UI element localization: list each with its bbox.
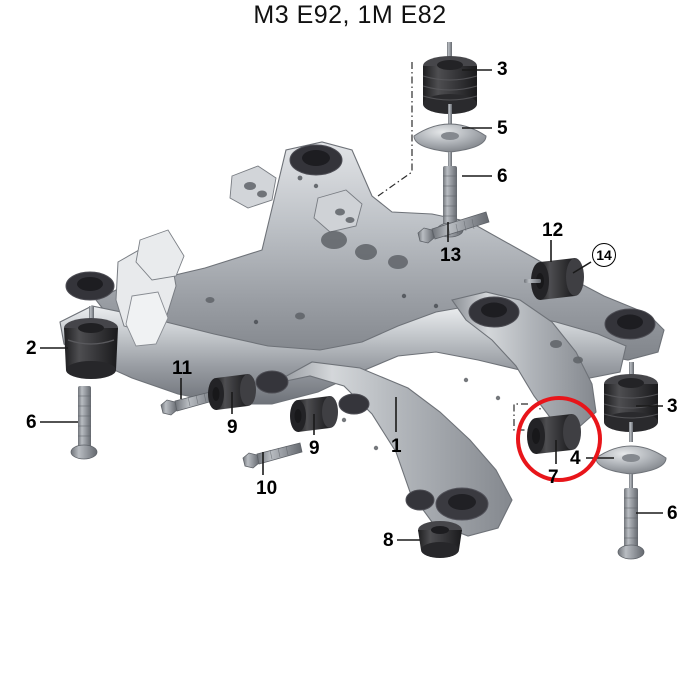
- callout-label-c14: 14: [592, 243, 616, 267]
- callout-label-c3-top: 3: [497, 59, 508, 80]
- part-2-front-bushing: [64, 306, 118, 379]
- callout-label-c9-right: 9: [309, 438, 320, 459]
- carrier-mount-sockets: [65, 144, 656, 521]
- part-11-hex-bolt: [160, 389, 221, 416]
- part-4-washer-plate: [595, 445, 667, 488]
- callout-label-c10: 10: [256, 478, 278, 499]
- part-8-small-bushing: [418, 521, 462, 558]
- leader-line-14: [572, 261, 592, 274]
- part-5-conical-washer: [413, 123, 487, 166]
- page-title: M3 E92, 1M E82: [253, 1, 447, 29]
- part-6-left-bolt: [70, 386, 98, 460]
- callout-label-c7: 7: [548, 467, 559, 488]
- callout-label-c6-left: 6: [26, 412, 37, 433]
- part-9-left-bushing: [208, 374, 256, 410]
- callout-label-c6-topr: 6: [497, 166, 508, 187]
- callout-label-c8: 8: [383, 530, 394, 551]
- callout-label-c11: 11: [172, 358, 193, 379]
- part-3-top-rubber-mount: [422, 42, 478, 126]
- callout-label-c12: 12: [542, 220, 564, 241]
- highlight-circle: [516, 396, 602, 482]
- part-13-hex-bolt: [417, 211, 490, 244]
- callout-label-c5: 5: [497, 118, 508, 139]
- callout-label-c2: 2: [26, 338, 37, 359]
- part-10-hex-bolt: [242, 442, 303, 469]
- callout-label-c3-right: 3: [667, 396, 678, 417]
- part-7-highlighted-bushing: [527, 414, 581, 454]
- callout-label-c6-right: 6: [667, 503, 678, 524]
- callout-label-c1: 1: [391, 436, 402, 457]
- callout-label-c13: 13: [440, 245, 462, 266]
- part-12-cylindrical-bushing: [524, 258, 584, 300]
- callout-label-c9-left: 9: [227, 417, 238, 438]
- part-6-right-bolt: [617, 488, 645, 560]
- callout-leader-lines: [40, 69, 663, 541]
- part-3-right-rubber-mount: [603, 362, 659, 442]
- callout-label-c4: 4: [570, 448, 581, 469]
